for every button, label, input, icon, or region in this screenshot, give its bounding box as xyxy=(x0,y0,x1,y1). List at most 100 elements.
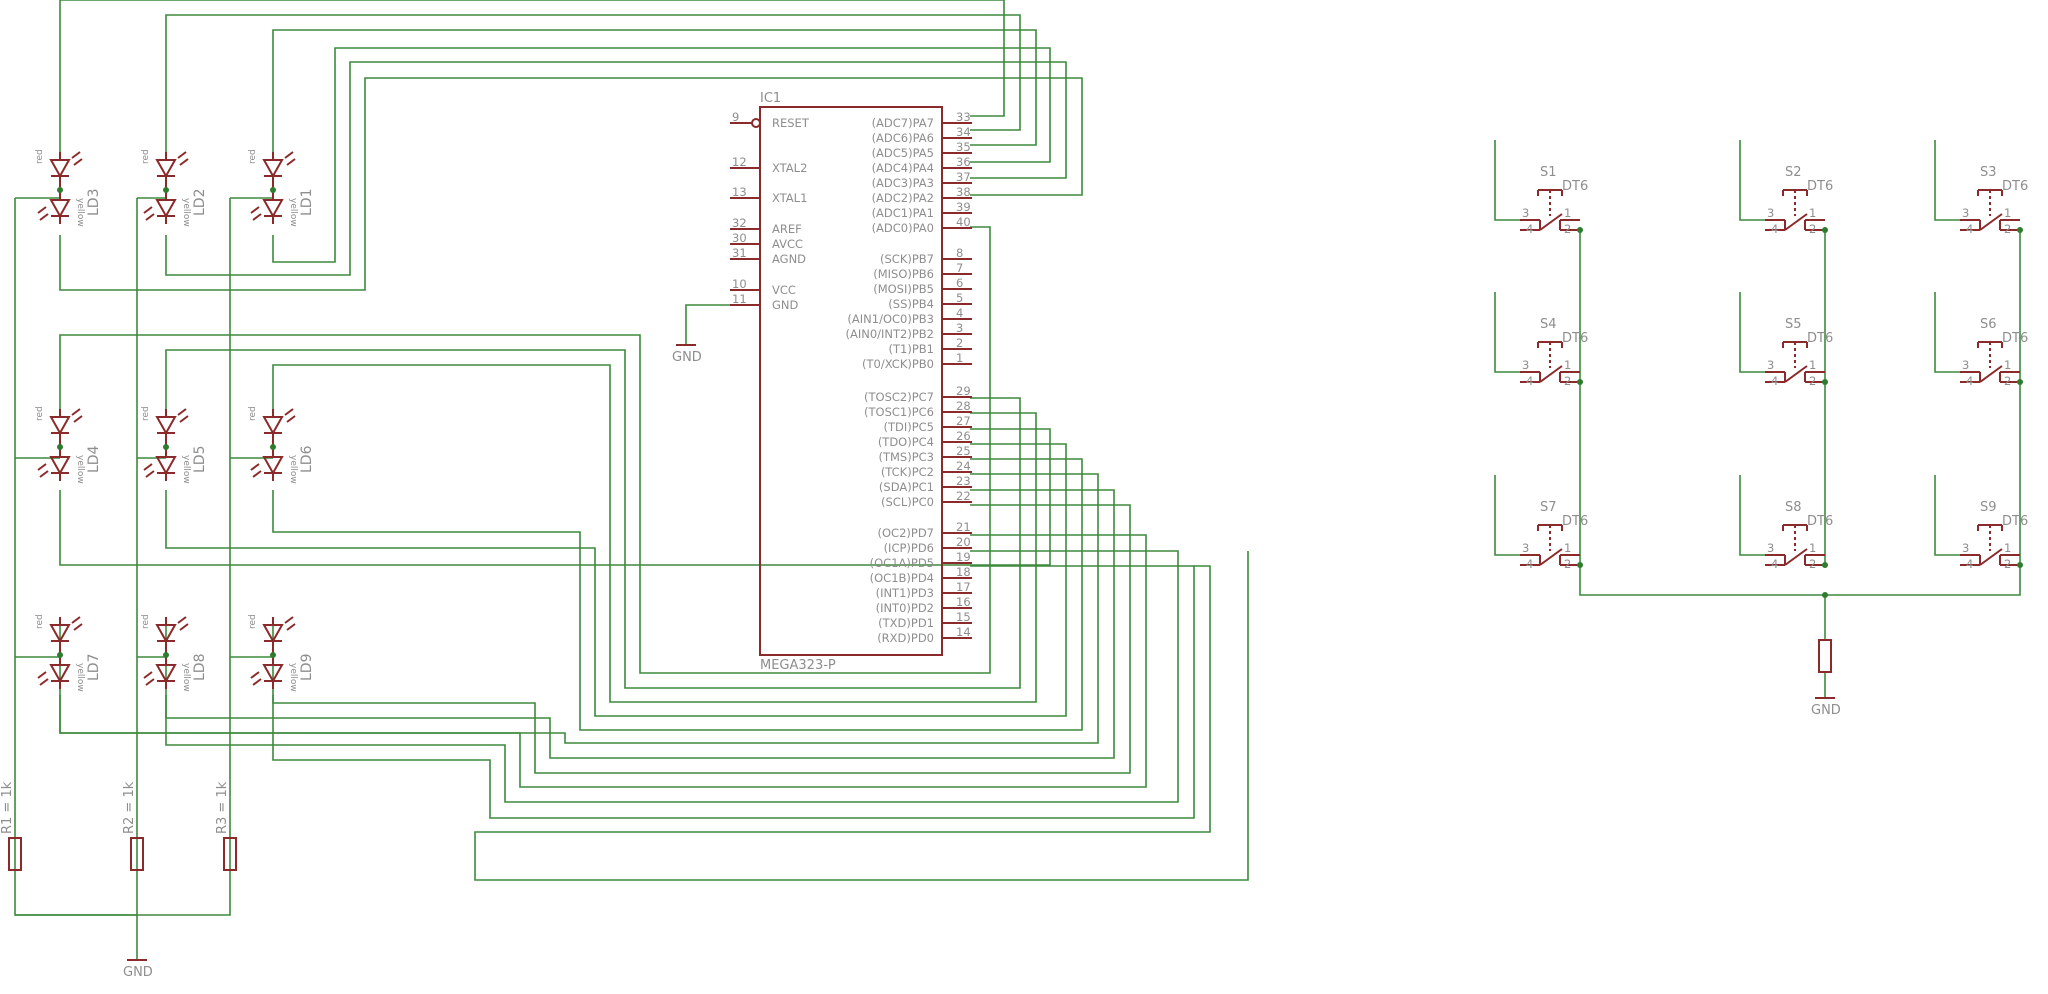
ic-pin-number: 7 xyxy=(956,261,963,275)
light-arrow xyxy=(73,415,83,423)
ic-pin-name: (SDA)PC1 xyxy=(879,480,934,494)
switch-pin: 4 xyxy=(1526,222,1533,236)
switch-lever xyxy=(1539,365,1563,383)
junction-dot xyxy=(270,444,276,450)
switch-pin: 3 xyxy=(1962,358,1969,372)
ic-pin-number: 14 xyxy=(956,625,971,639)
led-name: LD4 xyxy=(86,445,102,473)
gnd-label: GND xyxy=(123,965,153,980)
switch-pin: 2 xyxy=(1809,374,1816,388)
ic-pin-number: 37 xyxy=(956,170,971,184)
ic-name: IC1 xyxy=(760,91,781,106)
switch-pin: 3 xyxy=(1522,358,1529,372)
led-color-yellow: yellow xyxy=(181,663,191,692)
led-to-porta-wire xyxy=(59,77,1083,291)
switch-pin: 3 xyxy=(1767,541,1774,555)
switch-pin: 4 xyxy=(1771,222,1778,236)
switch-lever xyxy=(1784,213,1808,231)
ic-pin-number: 18 xyxy=(956,565,971,579)
ic-pin-number: 4 xyxy=(956,306,963,320)
switch-row-wire xyxy=(1934,140,1960,221)
switch-type: DT6 xyxy=(1562,331,1588,346)
red-led-symbol xyxy=(155,416,177,436)
ic-pin-number: 10 xyxy=(732,277,747,291)
led-name: LD6 xyxy=(299,445,315,473)
ic-pin-number: 35 xyxy=(956,140,971,154)
switch-pin: 4 xyxy=(1526,557,1533,571)
light-arrow xyxy=(145,678,155,686)
light-arrow xyxy=(250,671,260,679)
switch-pin: 2 xyxy=(1564,222,1571,236)
inverted-pin-bubble xyxy=(751,118,761,128)
ic-value: MEGA323-P xyxy=(760,658,836,673)
light-arrow xyxy=(145,213,155,221)
ic-pin-name: (T1)PB1 xyxy=(889,342,934,356)
led-to-port-wire xyxy=(165,550,1179,803)
light-arrow xyxy=(143,671,153,679)
junction-dot xyxy=(163,187,169,193)
switch-lever xyxy=(1539,213,1563,231)
ic-pin-number: 16 xyxy=(956,595,971,609)
ic-pin-name: (ADC3)PA3 xyxy=(872,176,934,190)
ic-pin-number: 19 xyxy=(956,550,971,564)
ic-pin-number: 40 xyxy=(956,215,971,229)
led-to-port-wire xyxy=(165,443,1067,717)
led-color-red: red xyxy=(248,149,258,164)
ic-pin-name: XTAL2 xyxy=(772,161,807,175)
pulldown-resistor xyxy=(1818,639,1832,673)
led-color-yellow: yellow xyxy=(181,455,191,484)
switch-type: DT6 xyxy=(2002,514,2028,529)
ic-pin-name: (AIN1/OC0)PB3 xyxy=(847,312,934,326)
yellow-led-symbol xyxy=(155,456,177,476)
ic-pin-name: (T0/XCK)PB0 xyxy=(862,357,934,371)
switch-pin: 3 xyxy=(1522,206,1529,220)
led-to-port-wire xyxy=(272,458,1083,731)
ic-pin-name: (MOSI)PB5 xyxy=(873,282,934,296)
led-color-yellow: yellow xyxy=(181,198,191,227)
ic-pin-name: (INT0)PD2 xyxy=(876,601,934,615)
ic-pin-number: 5 xyxy=(956,291,963,305)
resistor-body xyxy=(223,837,237,871)
ic-pin-name: (ADC7)PA7 xyxy=(872,116,934,130)
junction-dot xyxy=(1822,562,1828,568)
light-arrow xyxy=(145,470,155,478)
switch-type: DT6 xyxy=(1562,514,1588,529)
switch-pin: 2 xyxy=(1809,557,1816,571)
led-color-yellow: yellow xyxy=(288,663,298,692)
ic-pin-number: 34 xyxy=(956,125,971,139)
switch-pin: 1 xyxy=(1809,206,1816,220)
red-led-symbol xyxy=(49,416,71,436)
light-arrow xyxy=(37,206,47,214)
ic-pin-number: 28 xyxy=(956,399,971,413)
junction-dot xyxy=(2017,562,2023,568)
led-to-porta-wire xyxy=(59,0,1005,160)
ic-pin-name: XTAL1 xyxy=(772,191,807,205)
light-arrow xyxy=(71,616,81,624)
ic-pin-number: 21 xyxy=(956,520,971,534)
ic-pin-name: (TOSC2)PC7 xyxy=(864,390,934,404)
switch-type: DT6 xyxy=(2002,331,2028,346)
light-arrow xyxy=(286,415,296,423)
switch-pin: 3 xyxy=(1767,206,1774,220)
switch-pin: 4 xyxy=(1526,374,1533,388)
ic-pin-name: (ADC1)PA1 xyxy=(872,206,934,220)
ic-pin-number: 11 xyxy=(732,292,747,306)
switch-row-wire xyxy=(1494,475,1520,556)
switch-pin: 1 xyxy=(1809,541,1816,555)
ic-pin-name: (SCK)PB7 xyxy=(880,252,934,266)
red-led-symbol xyxy=(49,159,71,179)
ic-pin-number: 38 xyxy=(956,185,971,199)
ic-pin-number: 24 xyxy=(956,459,971,473)
switch-bus xyxy=(1579,565,2021,596)
led-to-port-wire xyxy=(474,551,1249,881)
ic-pin-number: 25 xyxy=(956,444,971,458)
ic-pin-name: AGND xyxy=(772,252,806,266)
switch-name: S3 xyxy=(1980,165,1997,180)
light-arrow xyxy=(179,415,189,423)
light-arrow xyxy=(177,408,187,416)
switch-pin: 2 xyxy=(2004,374,2011,388)
led-to-porta-wire xyxy=(165,61,1067,276)
switch-pin: 4 xyxy=(1966,557,1973,571)
led-to-porta-wire xyxy=(272,29,1037,160)
